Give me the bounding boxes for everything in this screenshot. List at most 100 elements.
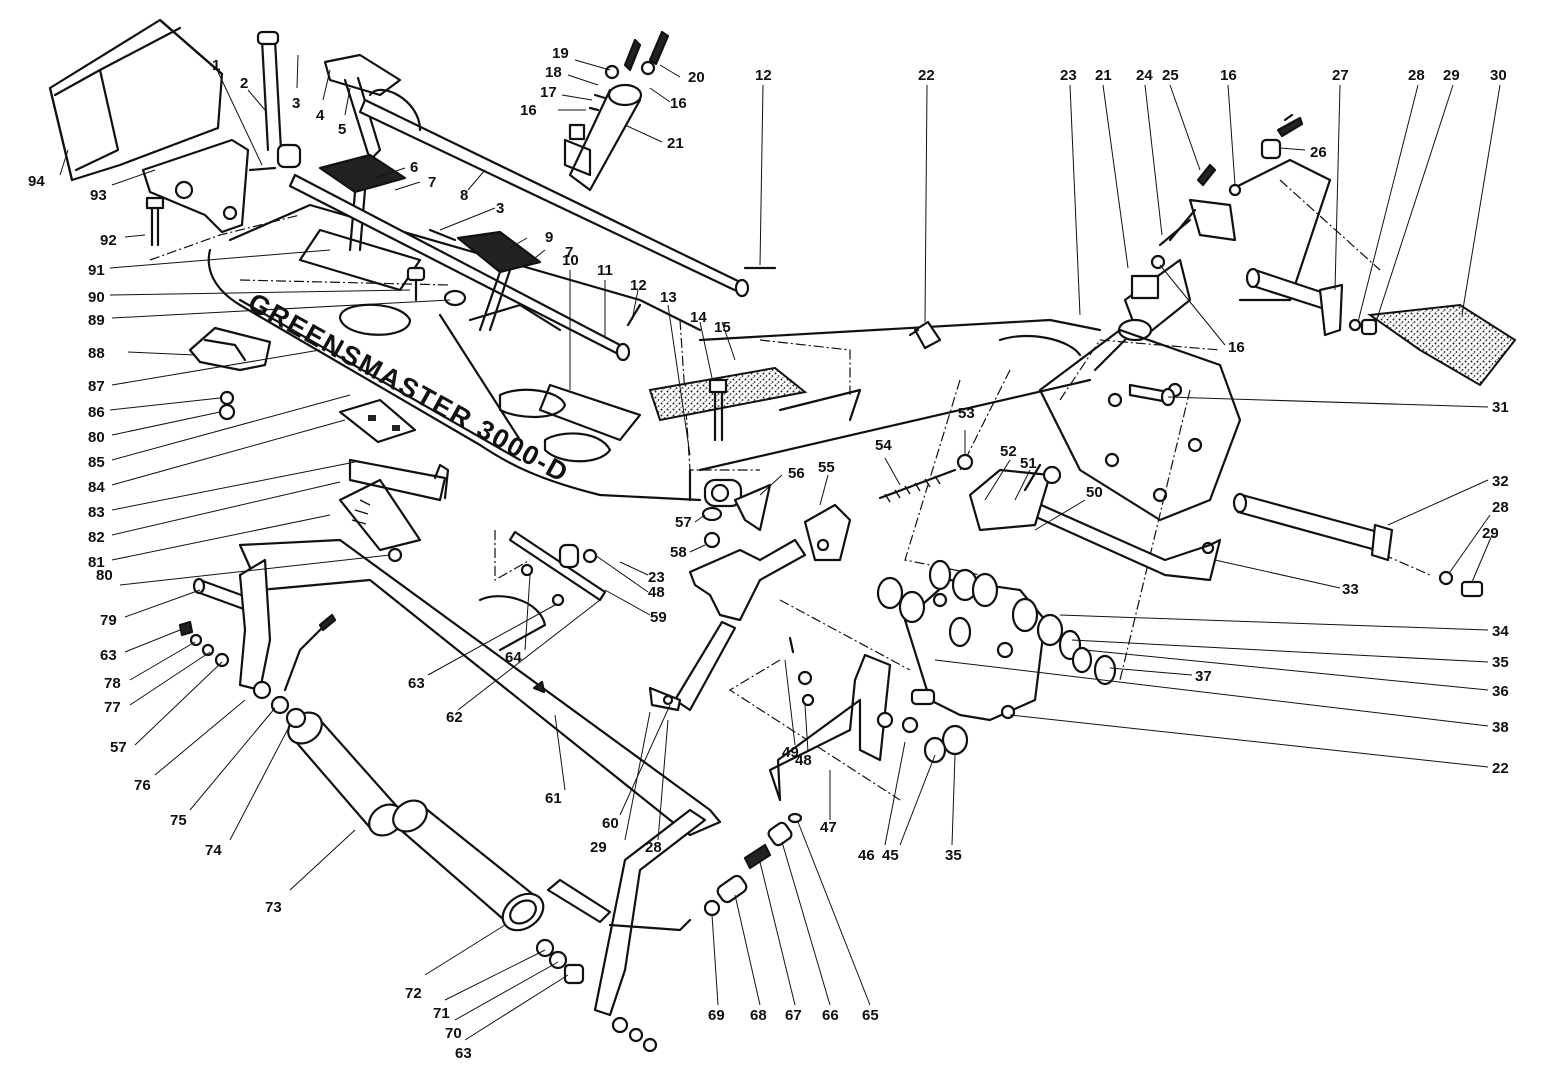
callout-45: 45 <box>882 847 899 864</box>
callout-1: 1 <box>212 57 220 74</box>
callout-12-a: 12 <box>630 277 647 294</box>
callout-28-b: 28 <box>1492 499 1509 516</box>
callout-38: 38 <box>1492 719 1509 736</box>
callout-15: 15 <box>714 319 731 336</box>
pin-12 <box>626 266 777 327</box>
callout-78: 78 <box>104 675 121 692</box>
fitting-26 <box>1260 116 1304 160</box>
plate-84 <box>338 398 417 444</box>
callout-21-a: 21 <box>667 135 684 152</box>
callout-8: 8 <box>460 187 468 204</box>
tube-32 <box>1232 492 1394 562</box>
callout-80-a: 80 <box>88 429 105 446</box>
callout-54: 54 <box>875 437 892 454</box>
callout-35-b: 35 <box>945 847 962 864</box>
callout-64: 64 <box>505 649 522 666</box>
callout-32: 32 <box>1492 473 1509 490</box>
callout-21-b: 21 <box>1095 67 1112 84</box>
callout-16-c: 16 <box>1220 67 1237 84</box>
arm-left <box>238 558 337 692</box>
callout-18: 18 <box>545 64 562 81</box>
callout-62: 62 <box>446 709 463 726</box>
callout-65: 65 <box>862 1007 879 1024</box>
callout-57-a: 57 <box>110 739 127 756</box>
spring-bracket-81-83 <box>338 458 450 563</box>
callout-34: 34 <box>1492 623 1509 640</box>
spring-54 <box>878 453 974 503</box>
fitting-22 <box>908 320 942 350</box>
callout-67: 67 <box>785 1007 802 1024</box>
cable-25 <box>1158 163 1217 247</box>
yoke-55 <box>803 503 852 562</box>
bracket-88 <box>188 326 272 421</box>
cable-assembly-21 <box>563 30 670 192</box>
callout-23-a: 23 <box>1060 67 1077 84</box>
callout-73: 73 <box>265 899 282 916</box>
callout-30: 30 <box>1490 67 1507 84</box>
pin-3b <box>428 228 457 242</box>
callout-31: 31 <box>1492 399 1509 416</box>
cylinder-21 <box>1093 258 1192 372</box>
bushing-1 <box>276 143 302 169</box>
seat-bracket-cover <box>48 18 224 182</box>
roller-74 <box>287 711 404 837</box>
support-bar-61 <box>238 538 722 837</box>
callout-91: 91 <box>88 262 105 279</box>
callout-3-b: 3 <box>496 200 504 217</box>
callout-9: 9 <box>545 229 553 246</box>
washer-89 <box>443 289 467 307</box>
bracket-24 <box>1168 198 1237 242</box>
callout-16-b: 16 <box>670 95 687 112</box>
callout-28-a: 28 <box>1408 67 1425 84</box>
roller-73 <box>392 799 545 932</box>
callout-37: 37 <box>1195 668 1212 685</box>
callout-66: 66 <box>822 1007 839 1024</box>
callout-6: 6 <box>410 159 418 176</box>
callout-48-a: 48 <box>648 584 665 601</box>
lever-33 <box>1023 498 1222 582</box>
callout-28-c: 28 <box>645 839 662 856</box>
bolt-92 <box>145 196 165 247</box>
bracket-47 <box>768 653 892 802</box>
callout-89: 89 <box>88 312 105 329</box>
callout-76: 76 <box>134 777 151 794</box>
callout-13: 13 <box>660 289 677 306</box>
washer-28-29-b <box>1438 570 1484 598</box>
callout-56: 56 <box>788 465 805 482</box>
callout-25: 25 <box>1162 67 1179 84</box>
pedal-9 <box>456 230 542 332</box>
callout-19: 19 <box>552 45 569 62</box>
housing-frame <box>1038 158 1332 522</box>
callout-22-a: 22 <box>918 67 935 84</box>
callout-84: 84 <box>88 479 105 496</box>
callout-83: 83 <box>88 504 105 521</box>
callout-48-b: 48 <box>795 752 812 769</box>
callout-63-c: 63 <box>408 675 425 692</box>
leader-lines <box>59 54 1501 1041</box>
callout-3-a: 3 <box>292 95 300 112</box>
grit-pad-15 <box>648 366 808 422</box>
callout-27: 27 <box>1332 67 1349 84</box>
callout-63-b: 63 <box>455 1045 472 1062</box>
callout-68: 68 <box>750 1007 767 1024</box>
shaft-48-59 <box>508 530 607 607</box>
callout-5: 5 <box>338 121 346 138</box>
callout-16-a: 16 <box>520 102 537 119</box>
callout-82: 82 <box>88 529 105 546</box>
callout-7-a: 7 <box>428 174 436 191</box>
pin-1 <box>248 166 277 172</box>
callout-numbers: 94 93 92 91 90 89 88 87 86 80 85 84 83 8… <box>28 45 1509 1062</box>
callout-85: 85 <box>88 454 105 471</box>
callout-58: 58 <box>670 544 687 561</box>
callout-59: 59 <box>650 609 667 626</box>
parts-16-17-18 <box>1150 113 1294 270</box>
callout-57-b: 57 <box>675 514 692 531</box>
callout-81: 81 <box>88 554 105 571</box>
callout-80-b: 80 <box>96 567 113 584</box>
callout-74: 74 <box>205 842 222 859</box>
callout-93: 93 <box>90 187 107 204</box>
callout-22-b: 22 <box>1492 760 1509 777</box>
callout-63-a: 63 <box>100 647 117 664</box>
callout-79: 79 <box>100 612 117 629</box>
rollers-34-38 <box>788 559 1117 764</box>
